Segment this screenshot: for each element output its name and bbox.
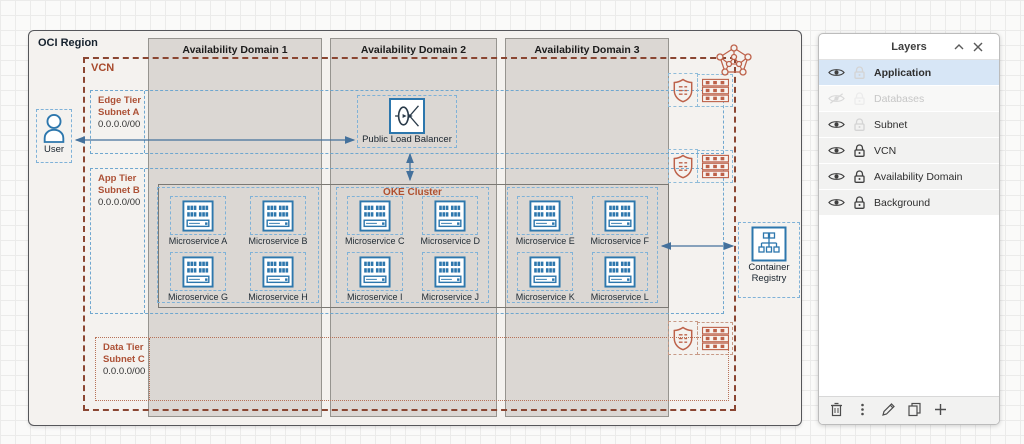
layers-panel-toolbar [819, 396, 999, 424]
container-node-icon[interactable] [517, 196, 574, 235]
visibility-eye-icon[interactable] [828, 119, 845, 130]
container-node-icon[interactable] [169, 196, 226, 235]
microservice-group-ad3[interactable]: Microservice E Microservice F Microservi… [507, 187, 658, 303]
load-balancer-label: Public Load Balancer [362, 134, 452, 145]
lock-icon[interactable] [854, 170, 865, 183]
more-options-icon[interactable] [855, 402, 872, 419]
delete-layer-icon[interactable] [829, 402, 846, 419]
route-table-icon[interactable] [697, 74, 733, 107]
container-node-icon[interactable] [591, 252, 648, 291]
data-tier-subnet-c-label: Data Tier Subnet C 0.0.0.0/00 [96, 338, 150, 400]
microservice-node[interactable]: Microservice H [248, 252, 308, 308]
edit-layer-icon[interactable] [881, 402, 898, 419]
container-node-icon[interactable] [249, 196, 306, 235]
availability-domain-2-title: Availability Domain 2 [360, 44, 467, 56]
lock-icon[interactable] [854, 66, 865, 79]
visibility-eye-icon[interactable] [828, 171, 845, 182]
container-node-icon[interactable] [346, 252, 403, 291]
visibility-eye-icon[interactable] [828, 145, 845, 156]
route-table-icon[interactable] [697, 150, 733, 183]
container-node-icon[interactable] [422, 196, 479, 235]
user-label: User [43, 144, 65, 155]
container-node-icon[interactable] [517, 252, 574, 291]
route-table-icon[interactable] [697, 322, 733, 355]
microservice-node[interactable]: Microservice E [516, 196, 575, 252]
microservice-node[interactable]: Microservice C [345, 196, 405, 252]
container-node-icon[interactable] [591, 196, 648, 235]
load-balancer-icon[interactable] [389, 98, 425, 134]
visibility-eye-icon[interactable] [828, 197, 845, 208]
layers-panel-title: Layers [891, 40, 927, 53]
edge-tier-subnet-a-label: Edge Tier Subnet A 0.0.0.0/00 [91, 91, 145, 153]
collapse-panel-icon[interactable] [953, 39, 969, 55]
user-node[interactable]: User [36, 109, 72, 163]
layers-panel[interactable]: Layers Application Databases Subnet VCN … [818, 33, 1000, 425]
container-node-icon[interactable] [346, 196, 403, 235]
container-node-icon[interactable] [169, 252, 226, 291]
oke-cluster-label: OKE Cluster [383, 187, 442, 198]
lock-icon[interactable] [854, 144, 865, 157]
visibility-eye-off-icon[interactable] [828, 93, 845, 104]
microservice-node[interactable]: Microservice L [591, 252, 649, 308]
availability-domain-3-title: Availability Domain 3 [534, 44, 640, 56]
add-layer-icon[interactable] [933, 402, 950, 419]
microservice-node[interactable]: Microservice J [421, 252, 479, 308]
public-load-balancer-node[interactable]: Public Load Balancer [357, 95, 457, 148]
microservice-node[interactable]: Microservice K [516, 252, 575, 308]
microservice-node[interactable]: Microservice I [346, 252, 403, 308]
duplicate-layer-icon[interactable] [907, 402, 924, 419]
microservice-group-ad1[interactable]: Microservice A Microservice B Microservi… [157, 187, 319, 303]
close-panel-icon[interactable] [973, 39, 989, 55]
data-tier-subnet-c[interactable]: Data Tier Subnet C 0.0.0.0/00 [95, 337, 729, 401]
availability-domain-1-title: Availability Domain 1 [182, 44, 288, 56]
vcn-label: VCN [91, 62, 115, 74]
microservice-group-ad2[interactable]: Microservice C Microservice D Microservi… [336, 187, 489, 303]
visibility-eye-icon[interactable] [828, 67, 845, 78]
microservice-node[interactable]: Microservice D [420, 196, 480, 252]
container-node-icon[interactable] [422, 252, 479, 291]
container-registry-label: Container Registry [748, 262, 790, 284]
lock-icon[interactable] [854, 92, 865, 105]
layer-row-vcn[interactable]: VCN [819, 138, 999, 164]
vcn-boundary[interactable] [83, 57, 736, 411]
container-node-icon[interactable] [249, 252, 306, 291]
lock-icon[interactable] [854, 196, 865, 209]
lock-icon[interactable] [854, 118, 865, 131]
availability-domain-3[interactable]: Availability Domain 3 [505, 38, 669, 417]
microservice-node[interactable]: Microservice B [248, 196, 308, 252]
oci-region-label: OCI Region [38, 37, 98, 49]
container-registry-node[interactable]: Container Registry [738, 222, 800, 298]
microservice-node[interactable]: Microservice G [168, 252, 228, 308]
app-tier-subnet-b-label: App Tier Subnet B 0.0.0.0/00 [91, 169, 145, 313]
layer-row-availability-domain[interactable]: Availability Domain [819, 164, 999, 190]
layers-panel-header: Layers [819, 34, 999, 60]
microservice-node[interactable]: Microservice F [590, 196, 649, 252]
layer-row-application[interactable]: Application [819, 60, 999, 86]
layer-row-background[interactable]: Background [819, 190, 999, 216]
microservice-node[interactable]: Microservice A [169, 196, 227, 252]
layer-row-databases[interactable]: Databases [819, 86, 999, 112]
layer-row-subnet[interactable]: Subnet [819, 112, 999, 138]
